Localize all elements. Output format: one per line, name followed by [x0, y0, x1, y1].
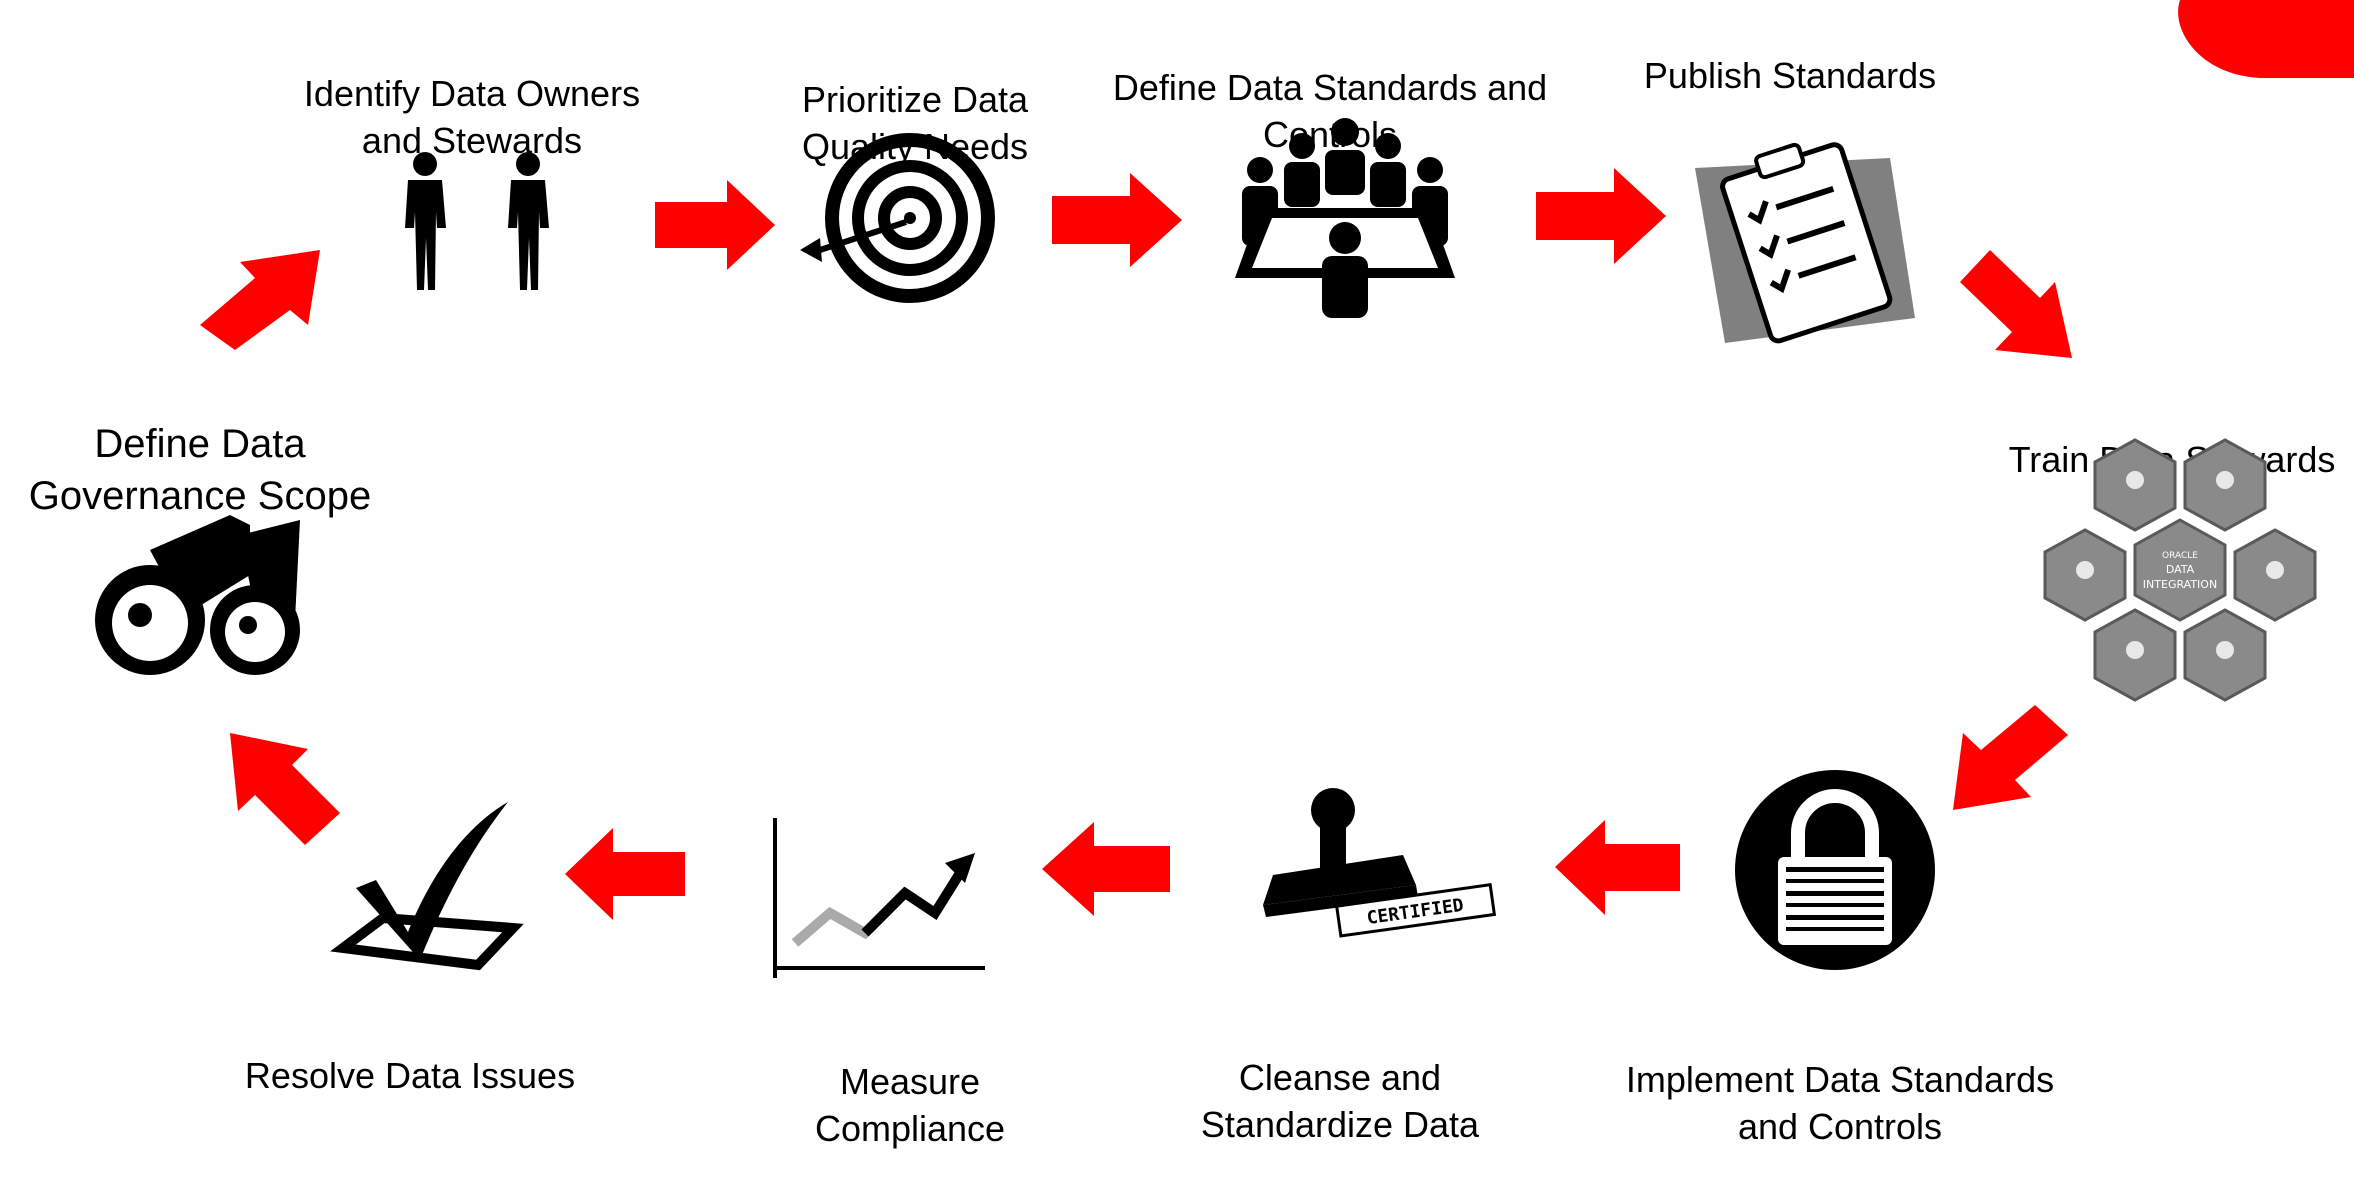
hex-center-line-1: ORACLE — [2162, 551, 2198, 561]
people-icon — [405, 152, 549, 290]
step-label-resolve: Resolve Data Issues — [244, 1054, 576, 1096]
meeting-icon — [1235, 118, 1455, 318]
target-icon — [800, 133, 995, 303]
flow-arrow-scope-to-owners — [200, 250, 320, 350]
padlock-icon — [1735, 770, 1935, 970]
flow-arrow-measure-to-resolve — [565, 828, 685, 920]
flow-arrow-owners-to-prioritize — [655, 180, 775, 270]
flow-arrow-resolve-to-scope — [230, 733, 340, 845]
hex-center-line-2: DATA — [2166, 563, 2195, 576]
logo-corner-shape — [2178, 0, 2354, 78]
flow-arrow-implement-to-cleanse — [1555, 820, 1680, 915]
flow-arrow-cleanse-to-measure — [1042, 822, 1170, 916]
step-label-publish: Publish Standards — [1643, 54, 1937, 96]
flow-arrow-prioritize-to-define — [1052, 173, 1182, 267]
hexagon-integration-icon: ORACLE DATA INTEGRATION — [2043, 438, 2317, 702]
trend-chart-icon — [773, 818, 985, 978]
clipboard-checklist-icon — [1695, 142, 1915, 344]
checkmark-box-icon — [330, 802, 524, 971]
flow-arrow-define-to-publish — [1536, 168, 1666, 264]
binoculars-icon — [95, 515, 300, 675]
hex-center-line-3: INTEGRATION — [2143, 578, 2217, 591]
certified-stamp-icon: CERTIFIED — [1263, 788, 1497, 938]
flow-arrow-train-to-implement — [1953, 705, 2068, 810]
flow-arrow-publish-to-train — [1960, 250, 2072, 358]
